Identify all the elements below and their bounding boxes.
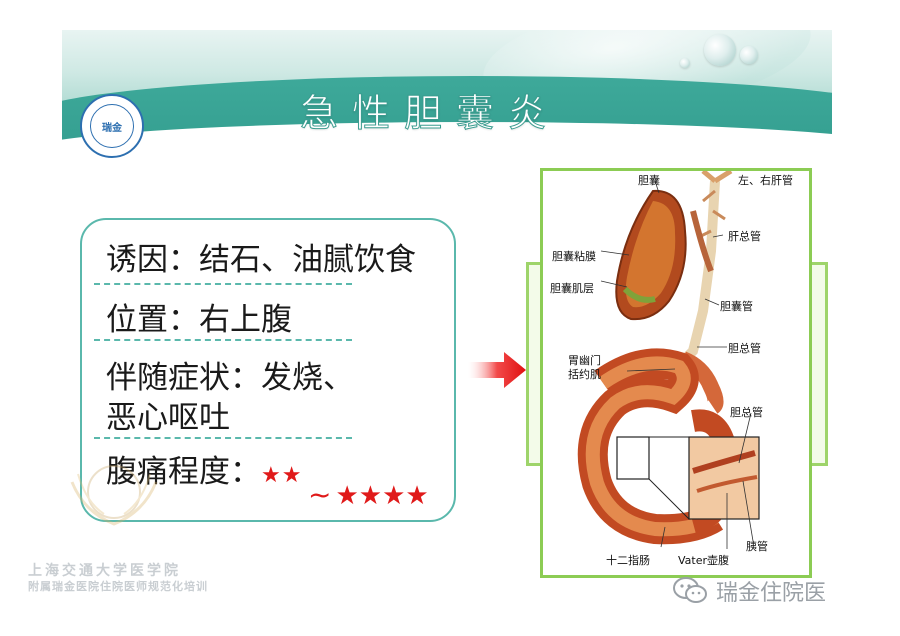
tilde: ~ (308, 478, 332, 511)
symptoms-line-cont: 恶心呕吐 (106, 400, 230, 436)
water-drop-icon (680, 58, 690, 68)
symptoms-line: 伴随症状：发烧、 (106, 360, 354, 396)
label-gallbladder-muscle: 胆囊肌层 (550, 282, 594, 295)
header-banner (62, 30, 832, 150)
label-common-bile-duct: 胆总管 (728, 342, 761, 355)
star-icon-group: ★★★★ (335, 481, 429, 511)
pain-level-label: 腹痛程度： (106, 454, 261, 490)
label-pylorus: 胃幽门 (568, 354, 601, 367)
label-pancreatic-duct: 胰管 (746, 540, 768, 553)
content-box (80, 218, 456, 522)
divider (94, 283, 352, 285)
divider (94, 437, 352, 439)
wechat-icon (673, 577, 707, 603)
label-sphincter: 括约肌 (568, 368, 601, 381)
location-line: 位置：右上腹 (106, 302, 292, 338)
divider (94, 339, 352, 341)
water-drop-icon (740, 46, 758, 64)
water-drop-icon (704, 34, 736, 66)
label-common-hepatic-duct: 肝总管 (728, 230, 761, 243)
label-gallbladder: 胆囊 (638, 174, 660, 187)
label-gallbladder-mucosa: 胆囊粘膜 (552, 250, 596, 263)
footer-institution: 上海交通大学医学院 (28, 563, 181, 579)
footer-program: 附属瑞金医院住院医师规范化培训 (28, 580, 208, 593)
hospital-logo-icon: 瑞金 (80, 94, 144, 158)
slide-title: 急性胆囊炎 (300, 91, 561, 136)
wechat-account-name: 瑞金住院医 (716, 581, 827, 606)
pain-level-line: 腹痛程度：★★ (106, 452, 302, 496)
wechat-watermark: 瑞金住院医 (672, 574, 892, 608)
watermark-emblem-icon (70, 465, 158, 526)
gallbladder-anatomy-illustration (577, 171, 760, 549)
label-vater-ampulla: Vater壶腹 (678, 554, 730, 567)
pain-level-stars-extended: ~★★★★ (308, 478, 429, 511)
right-arrow-icon (468, 352, 526, 388)
label-lr-hepatic-duct: 左、右肝管 (738, 174, 793, 187)
star-icon-group: ★★ (261, 463, 303, 488)
label-cystic-duct: 胆囊管 (720, 300, 753, 313)
label-duodenum: 十二指肠 (606, 554, 650, 567)
label-common-bile-duct-inset: 胆总管 (730, 406, 763, 419)
logo-text: 瑞金 (90, 104, 134, 148)
cause-line: 诱因：结石、油腻饮食 (106, 242, 416, 278)
